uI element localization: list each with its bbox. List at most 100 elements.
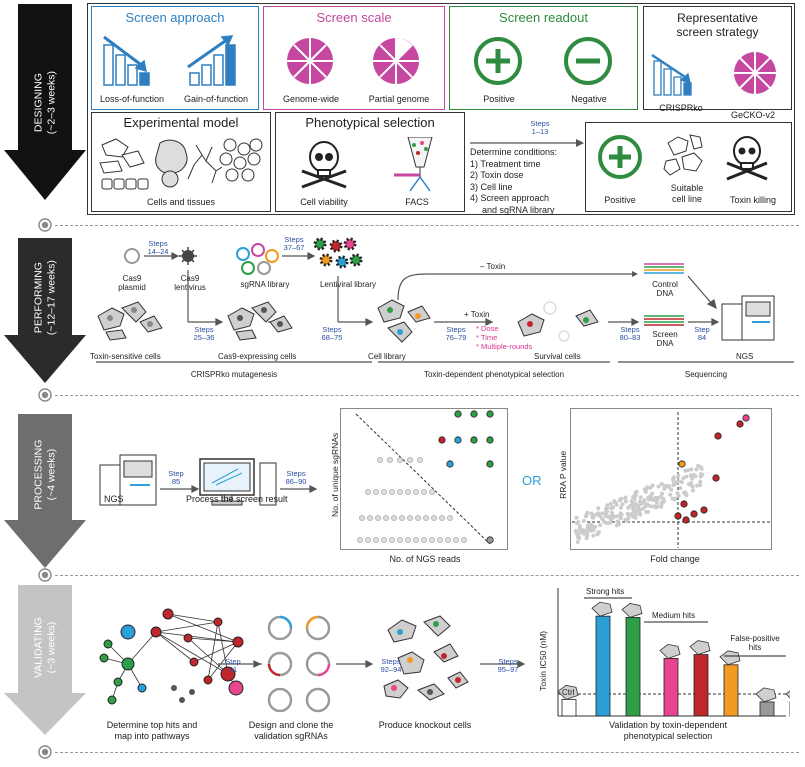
sgrna-dot (375, 515, 381, 521)
rra-dot (637, 511, 642, 516)
rra-dot (584, 514, 588, 519)
rra-dot (691, 488, 695, 493)
rra-dot (608, 501, 613, 506)
representative-icons-top (651, 52, 776, 96)
sgrna-dot (407, 457, 413, 463)
sgrna-dot (405, 537, 411, 543)
genome-wide-icon (287, 38, 333, 84)
conditions-list: Determine conditions: 1) Treatment time … (470, 147, 557, 216)
bar-2 (595, 615, 611, 717)
sgrna-dot (429, 537, 435, 543)
plus-toxin-label: + Toxin (464, 310, 490, 319)
rra-dot (576, 520, 581, 525)
sgrna-dot (415, 515, 421, 521)
phase-name: DESIGNING (32, 73, 45, 133)
rra-dot (671, 477, 675, 482)
rra-dot (686, 482, 691, 487)
bar-cell-icon (591, 601, 613, 617)
screen-readout-box: Screen readout Positive Negative (449, 6, 638, 110)
phenotypical-icons (301, 137, 433, 192)
rra-dot (633, 493, 638, 498)
rra-dot (689, 467, 694, 472)
ngs-sequencer-icon (99, 454, 157, 506)
rra-dot (626, 505, 631, 510)
positive-icon (474, 37, 522, 85)
sgrna-library-label: sgRNA library (240, 280, 290, 289)
gain-of-function-icon (187, 35, 236, 86)
sgrna-dot (439, 515, 445, 521)
positive-label: Positive (483, 94, 515, 104)
rra-dot (603, 514, 608, 519)
rra-dot (638, 495, 643, 500)
rra-plot-box (570, 408, 772, 550)
or-label: OR (522, 473, 542, 488)
rra-dot (585, 510, 590, 515)
rra-dot (625, 511, 630, 516)
sgrna-dot (389, 489, 395, 495)
rra-dot (623, 499, 628, 504)
bar-3 (625, 617, 641, 717)
designing-arrow-right (470, 139, 584, 147)
lentiviral-library-label: Lentiviral library (319, 280, 377, 289)
rra-dot (642, 498, 647, 503)
rra-dot (660, 491, 665, 496)
rra-dot (641, 506, 646, 511)
rra-dot (699, 466, 704, 471)
rounds-label: * Multiple-rounds (476, 342, 533, 351)
rra-dot (623, 496, 628, 501)
rra-dot (609, 516, 614, 521)
rra-dot (656, 495, 661, 500)
bar-cell-icon (719, 650, 741, 666)
rra-dot (618, 505, 623, 510)
sgrna-dot (367, 515, 373, 521)
divider (55, 395, 799, 396)
condition-item: 4) Screen approach (470, 193, 550, 204)
bar-1 (561, 698, 577, 717)
chart-ylabel: Toxin IC50 (nM) (538, 630, 549, 691)
loss-of-function-icon (103, 35, 150, 86)
loss-of-function-label: Loss-of-function (99, 94, 165, 104)
positive-icon (598, 135, 642, 179)
computer-icon (199, 458, 277, 506)
rra-dot (574, 529, 578, 534)
sgrna-dot (373, 489, 379, 495)
rra-dot (659, 504, 664, 509)
rep-positive-label: Positive (604, 195, 636, 205)
sgrna-dot (447, 515, 453, 521)
readout-icons (474, 37, 612, 85)
lentivirus-icon (179, 247, 197, 265)
sgrna-dot (417, 457, 423, 463)
condition-item: 2) Toxin dose (470, 170, 524, 181)
experimental-model-title: Experimental model (123, 115, 239, 130)
rra-dot (673, 496, 678, 501)
rra-dot (629, 499, 634, 504)
sgrna-dot (421, 537, 427, 543)
plasmid-icon (124, 248, 140, 264)
rra-dot (589, 511, 594, 516)
crisprko-icon (651, 53, 692, 96)
sgrna-plot-xlabel: No. of NGS reads (389, 554, 461, 564)
phase-duration: (~12–17 weeks) (45, 260, 57, 336)
sgrna-dot (413, 489, 419, 495)
rra-dot (694, 467, 699, 472)
sgrna-dot (383, 515, 389, 521)
condition-item: and sgRNA library (482, 204, 555, 215)
experimental-model-box: Experimental model Cells and tissues (91, 112, 271, 212)
bar-cell-icon (557, 684, 579, 700)
rra-dot (636, 506, 641, 511)
rra-dot (662, 485, 667, 490)
control-dna-bars (644, 263, 684, 274)
screen-dna-bars (644, 315, 684, 326)
rra-highlight-dots (674, 414, 750, 524)
cells-tissues-label: Cells and tissues (146, 197, 216, 207)
rra-dot (656, 484, 661, 489)
sgrna-library-icon (236, 243, 279, 275)
gecko-label: GeCKO-v2 (730, 110, 775, 120)
